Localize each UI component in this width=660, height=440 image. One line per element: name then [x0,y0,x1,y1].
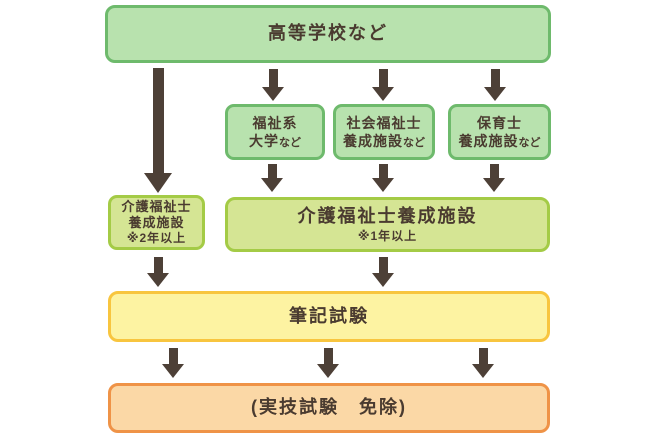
arrow-down [262,69,284,101]
arrow-down [261,164,283,192]
node-welfare-university-line2: 大学など [249,132,301,149]
node-social-worker-school-line1: 社会福祉士 [346,114,422,131]
node-childcare-worker-school-line1: 保育士 [477,114,522,131]
arrow-down [147,257,169,287]
node-high-school: 高等学校など [105,5,551,63]
node-high-school-label: 高等学校など [268,23,388,44]
node-written-exam-label: 筆記試験 [289,305,369,326]
arrow-down [372,257,394,287]
arrow-down [372,164,394,192]
node-practical-exam-exempt-label: (実技試験 免除) [251,397,407,418]
node-practical-exam-exempt: (実技試験 免除) [108,383,550,433]
node-care-worker-school-2yr: 介護福祉士 養成施設 ※2年以上 [108,195,205,250]
node-social-worker-school: 社会福祉士 養成施設など [333,104,435,160]
node-social-worker-school-line2: 養成施設など [343,132,425,149]
node-childcare-worker-school: 保育士 養成施設など [448,104,551,160]
arrow-down [162,348,184,378]
arrow-down [372,69,394,101]
node-welfare-university: 福祉系 大学など [225,104,325,160]
node-care-worker-school-1yr-label: 介護福祉士養成施設 [297,205,478,226]
arrow-down [144,68,172,193]
node-care-worker-school-2yr-line2: 養成施設 [128,214,185,230]
node-care-worker-school-2yr-line1: 介護福祉士 [121,199,192,215]
arrow-down [472,348,494,378]
node-written-exam: 筆記試験 [108,291,550,342]
node-childcare-worker-school-line2: 養成施設など [458,132,541,149]
node-welfare-university-line1: 福祉系 [252,114,298,131]
node-care-worker-school-1yr-note: ※1年以上 [357,228,418,243]
arrow-down [483,164,505,192]
node-care-worker-school-2yr-note: ※2年以上 [126,231,187,246]
node-care-worker-school-1yr: 介護福祉士養成施設 ※1年以上 [225,197,550,252]
arrow-down [317,348,339,378]
arrow-down [484,69,506,101]
